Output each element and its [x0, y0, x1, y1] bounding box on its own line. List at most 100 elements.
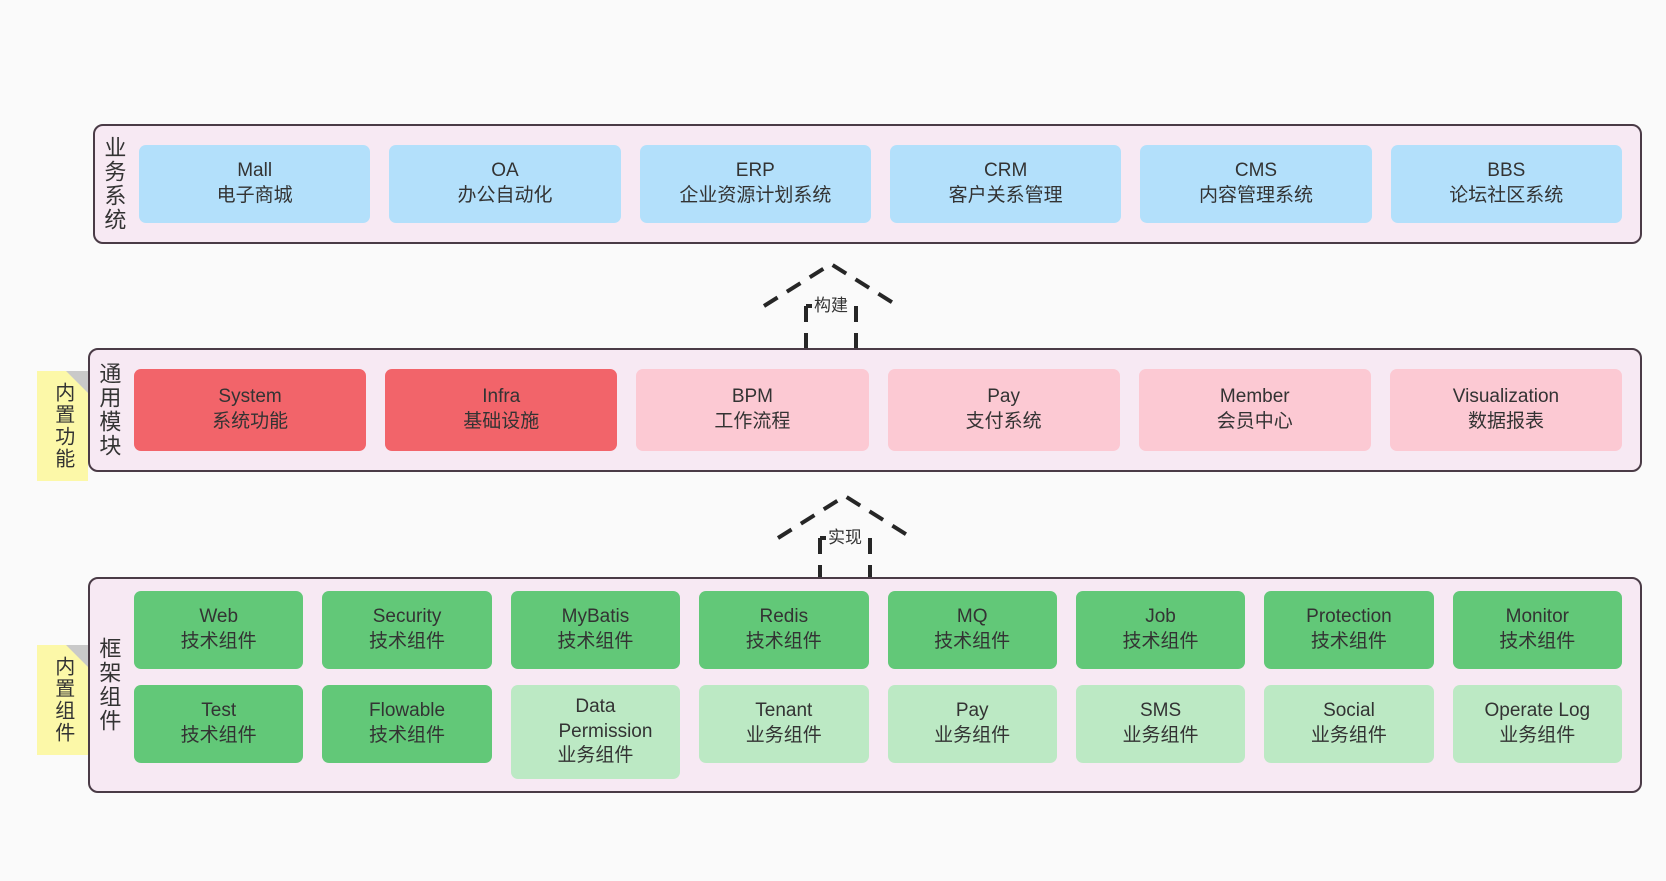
- node-title-en: System: [218, 386, 282, 408]
- node-title-en: Tenant: [755, 700, 813, 722]
- node-infra[interactable]: Infra 基础设施: [385, 369, 618, 451]
- node-title-en: Protection: [1306, 606, 1392, 628]
- node-flowable[interactable]: Flowable 技术组件: [322, 685, 492, 763]
- node-system[interactable]: System 系统功能: [134, 369, 367, 451]
- node-title-cn: 技术组件: [934, 631, 1011, 652]
- layer-business-systems: 业务系统 Mall 电子商城 OA 办公自动化 ERP 企业资源计划系统 CRM: [93, 124, 1642, 244]
- node-title-cn: 业务组件: [745, 725, 822, 746]
- node-title-en: Redis: [759, 606, 809, 628]
- layer-body-common-modules: System 系统功能 Infra 基础设施 BPM 工作流程 Pay 支付系统…: [126, 350, 1640, 470]
- node-title-en: Infra: [482, 386, 521, 408]
- node-row: System 系统功能 Infra 基础设施 BPM 工作流程 Pay 支付系统…: [134, 369, 1623, 451]
- node-redis[interactable]: Redis 技术组件: [699, 591, 869, 669]
- node-title-cn: 论坛社区系统: [1449, 185, 1564, 206]
- layer-body-framework-components: Web 技术组件 Security 技术组件 MyBatis 技术组件 Redi…: [126, 579, 1640, 791]
- node-mq[interactable]: MQ 技术组件: [887, 591, 1057, 669]
- node-mybatis[interactable]: MyBatis 技术组件: [510, 591, 681, 669]
- node-mall[interactable]: Mall 电子商城: [139, 145, 371, 223]
- node-title-cn: 企业资源计划系统: [679, 185, 832, 206]
- layer-common-modules: 通用模块 System 系统功能 Infra 基础设施 BPM 工作流程 Pay: [88, 348, 1642, 472]
- node-title-cn: 业务组件: [934, 725, 1011, 746]
- note-builtin-components: 内置组件: [37, 645, 88, 755]
- node-title-cn: 业务组件: [1122, 725, 1199, 746]
- node-bbs[interactable]: BBS 论坛社区系统: [1390, 145, 1622, 223]
- node-title-en: SMS: [1139, 700, 1182, 722]
- node-title-cn: 技术组件: [557, 631, 634, 652]
- node-title-en: Monitor: [1505, 606, 1569, 628]
- node-title-en: Security: [372, 606, 442, 628]
- node-title-en: Data Permission: [558, 695, 653, 742]
- node-visualization[interactable]: Visualization 数据报表: [1389, 369, 1623, 451]
- node-row: Web 技术组件 Security 技术组件 MyBatis 技术组件 Redi…: [134, 591, 1622, 669]
- layer-title-framework-components: 框架组件: [96, 637, 122, 733]
- node-title-en: ERP: [735, 160, 775, 182]
- node-title-en: Test: [201, 700, 237, 722]
- node-job[interactable]: Job 技术组件: [1075, 591, 1246, 669]
- node-test[interactable]: Test 技术组件: [134, 685, 304, 763]
- node-member[interactable]: Member 会员中心: [1138, 369, 1371, 451]
- node-title-cn: 支付系统: [965, 411, 1042, 432]
- node-title-cn: 业务组件: [1310, 725, 1387, 746]
- node-operate-log[interactable]: Operate Log 业务组件: [1452, 685, 1622, 763]
- node-pay-module[interactable]: Pay 支付系统: [887, 369, 1120, 451]
- node-cms[interactable]: CMS 内容管理系统: [1140, 145, 1372, 223]
- node-title-cn: 业务组件: [557, 745, 634, 767]
- node-title-en: Mall: [237, 160, 273, 182]
- node-title-en: BBS: [1487, 160, 1526, 182]
- node-title-cn: 技术组件: [1122, 631, 1199, 652]
- connector-build: 构建: [756, 258, 906, 348]
- node-security[interactable]: Security 技术组件: [322, 591, 492, 669]
- connector-implement: 实现: [770, 490, 920, 578]
- node-title-en: CRM: [984, 160, 1028, 182]
- node-crm[interactable]: CRM 客户关系管理: [889, 145, 1122, 223]
- node-social[interactable]: Social 业务组件: [1264, 685, 1434, 763]
- node-title-cn: 技术组件: [745, 631, 822, 652]
- node-data-permission[interactable]: Data Permission 业务组件: [510, 685, 681, 779]
- node-row: Mall 电子商城 OA 办公自动化 ERP 企业资源计划系统 CRM 客户关系…: [139, 145, 1622, 223]
- node-erp[interactable]: ERP 企业资源计划系统: [639, 145, 871, 223]
- node-title-en: Visualization: [1452, 386, 1560, 408]
- node-title-cn: 技术组件: [369, 631, 446, 652]
- node-bpm[interactable]: BPM 工作流程: [636, 369, 869, 451]
- node-title-cn: 电子商城: [216, 185, 293, 206]
- node-title-cn: 会员中心: [1216, 411, 1293, 432]
- node-title-en: Web: [199, 606, 239, 628]
- node-row: Test 技术组件 Flowable 技术组件 Data Permission …: [134, 685, 1622, 779]
- node-title-en: MQ: [956, 606, 988, 628]
- node-title-cn: 内容管理系统: [1198, 185, 1313, 206]
- node-title-cn: 技术组件: [1499, 631, 1576, 652]
- layer-title-business-systems: 业务系统: [101, 136, 127, 232]
- node-title-cn: 技术组件: [180, 725, 257, 746]
- node-title-en: Member: [1219, 386, 1290, 408]
- layer-framework-components: 框架组件 Web 技术组件 Security 技术组件 MyBatis 技术组件…: [88, 577, 1642, 793]
- node-pay-component[interactable]: Pay 业务组件: [887, 685, 1057, 763]
- node-title-cn: 技术组件: [180, 631, 257, 652]
- node-title-en: BPM: [731, 386, 774, 408]
- node-title-cn: 工作流程: [714, 411, 791, 432]
- node-title-cn: 客户关系管理: [948, 185, 1063, 206]
- node-title-cn: 基础设施: [463, 411, 540, 432]
- node-protection[interactable]: Protection 技术组件: [1264, 591, 1434, 669]
- node-title-cn: 数据报表: [1467, 411, 1544, 432]
- node-oa[interactable]: OA 办公自动化: [389, 145, 621, 223]
- node-title-cn: 系统功能: [212, 411, 289, 432]
- node-title-en: Pay: [987, 386, 1020, 408]
- connector-implement-label: 实现: [826, 523, 864, 548]
- node-title-cn: 办公自动化: [457, 185, 553, 206]
- node-sms[interactable]: SMS 业务组件: [1075, 685, 1246, 763]
- node-title-en: Operate Log: [1484, 700, 1591, 722]
- node-title-en: Flowable: [369, 700, 446, 722]
- layer-body-business-systems: Mall 电子商城 OA 办公自动化 ERP 企业资源计划系统 CRM 客户关系…: [131, 126, 1640, 242]
- node-web[interactable]: Web 技术组件: [134, 591, 304, 669]
- node-title-en: OA: [491, 160, 519, 182]
- layer-title-common-modules: 通用模块: [96, 362, 122, 458]
- node-monitor[interactable]: Monitor 技术组件: [1452, 591, 1622, 669]
- connector-build-label: 构建: [812, 291, 850, 316]
- node-title-cn: 技术组件: [1310, 631, 1387, 652]
- node-tenant[interactable]: Tenant 业务组件: [699, 685, 869, 763]
- node-title-cn: 业务组件: [1499, 725, 1576, 746]
- node-title-en: MyBatis: [561, 606, 630, 628]
- node-title-en: Pay: [955, 700, 989, 722]
- node-title-en: CMS: [1234, 160, 1278, 182]
- node-title-cn: 技术组件: [369, 725, 446, 746]
